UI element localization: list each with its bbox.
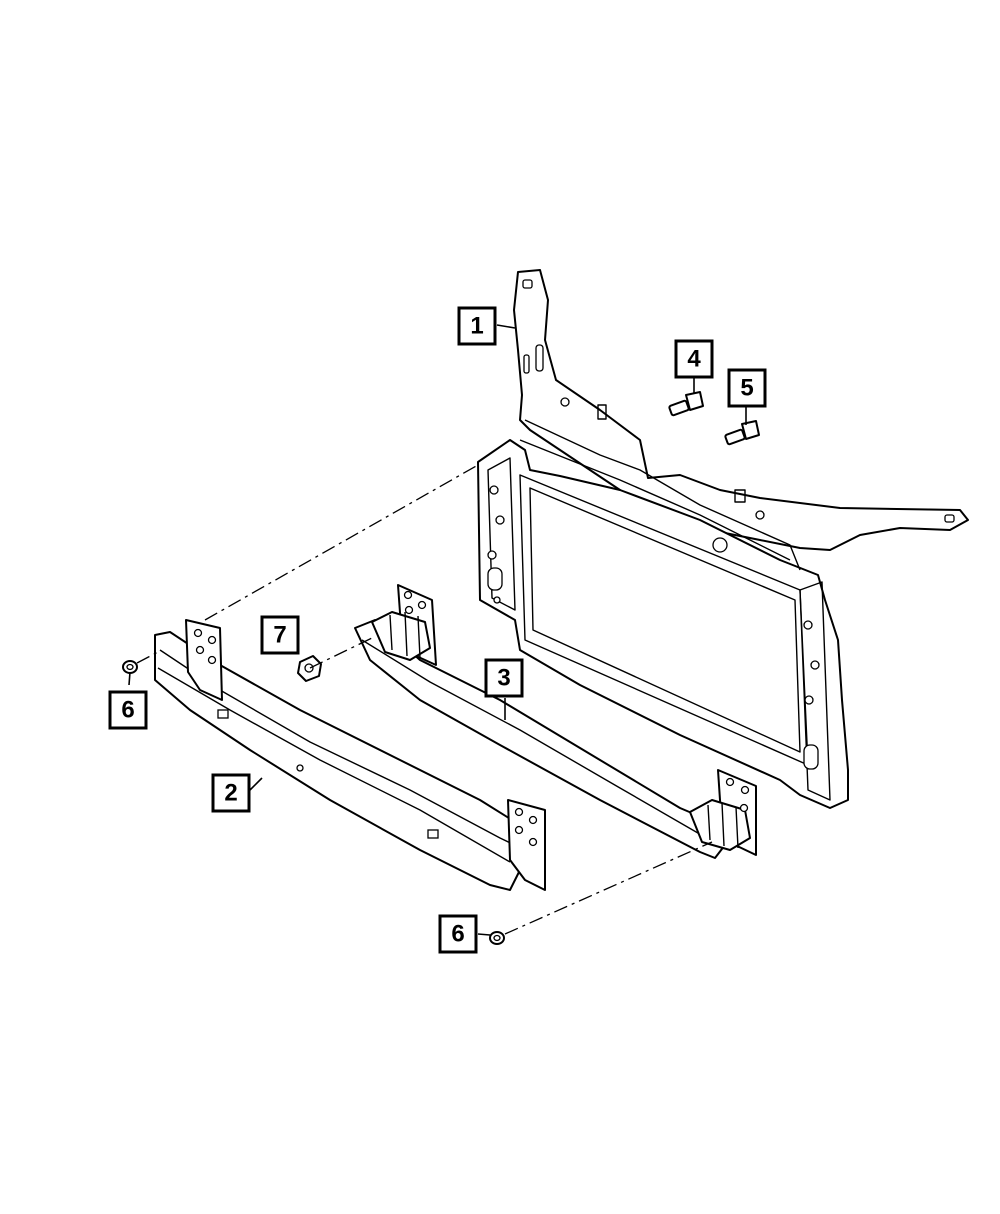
callout-6-left-label: 6 (121, 697, 134, 724)
callout-2: 2 (211, 773, 251, 813)
callout-3-label: 3 (497, 665, 510, 692)
callout-6-left: 6 (108, 690, 148, 730)
callout-5-label: 5 (740, 375, 753, 402)
callout-6-right: 6 (438, 914, 478, 954)
nut-part-6-right[interactable] (489, 931, 505, 945)
callout-7-label: 7 (273, 622, 286, 649)
leader-lines (128, 324, 747, 936)
callout-4: 4 (674, 339, 714, 379)
callout-6-right-label: 6 (451, 921, 464, 948)
nut-part-7[interactable] (297, 655, 322, 682)
bumper-beam-part-3[interactable] (354, 584, 757, 859)
bumper-beam-part-2[interactable] (154, 619, 546, 891)
radiator-support-part-1[interactable] (477, 269, 969, 809)
alignment-lines (136, 464, 713, 935)
callout-1: 1 (457, 306, 497, 346)
callout-5: 5 (727, 368, 767, 408)
callout-2-label: 2 (224, 780, 237, 807)
bolt-part-4[interactable] (668, 391, 704, 417)
nut-part-6-left[interactable] (122, 660, 138, 674)
bolt-part-5[interactable] (724, 420, 760, 446)
callout-7: 7 (260, 615, 300, 655)
callout-4-label: 4 (687, 346, 701, 373)
callout-1-label: 1 (470, 313, 483, 340)
callout-3: 3 (484, 658, 524, 698)
